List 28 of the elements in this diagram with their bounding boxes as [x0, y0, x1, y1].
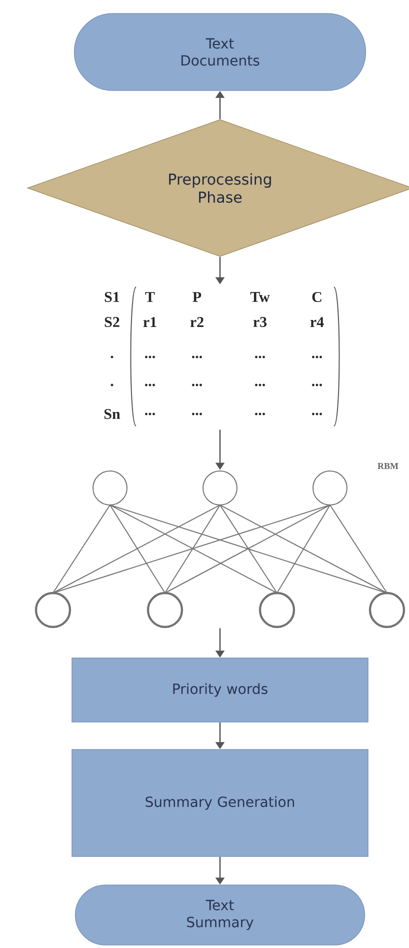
matrix-entry: r2	[190, 317, 204, 327]
matrix-entry: ...	[192, 384, 202, 386]
matrix-entry: T	[145, 292, 155, 302]
matrix-entry: P	[192, 292, 202, 302]
matrix-entry: ...	[145, 412, 155, 416]
matrix-entry: Tw	[250, 292, 270, 302]
row-label: S2	[104, 316, 120, 328]
matrix-entry: C	[312, 292, 322, 302]
matrix-entry: r1	[143, 317, 156, 327]
matrix-entry: ...	[145, 356, 155, 358]
matrix-entry: ...	[145, 384, 155, 386]
matrix-entry: ...	[312, 356, 322, 358]
row-label: S1	[104, 292, 120, 302]
matrix-entry: ...	[312, 384, 322, 386]
matrix-entry: ...	[312, 412, 322, 416]
matrix-entry: r3	[253, 316, 267, 328]
row-label: .	[110, 356, 114, 358]
matrix-entry: ...	[192, 356, 202, 358]
matrix-entry: ...	[192, 412, 202, 416]
process-box: Summary Generation	[72, 749, 368, 857]
matrix-entry: ...	[255, 384, 265, 386]
matrix-entry: ...	[255, 356, 265, 358]
matrix-entry: r4	[310, 317, 324, 327]
process-box: Priority words	[72, 658, 368, 722]
row-label: Sn	[104, 408, 120, 420]
matrix-entry: ...	[255, 412, 265, 416]
row-label: .	[110, 384, 114, 386]
network-label: RBM	[378, 463, 398, 469]
